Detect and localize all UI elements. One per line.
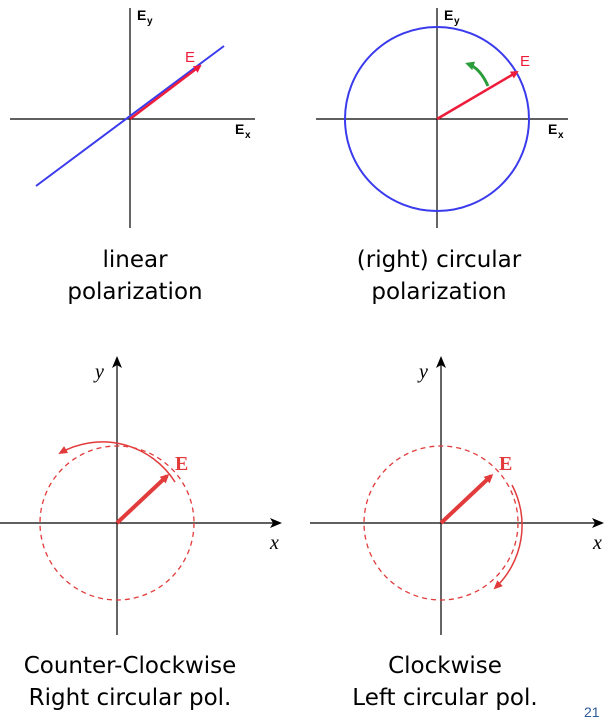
axis-x-label: x bbox=[592, 532, 602, 554]
field-vector bbox=[115, 473, 170, 525]
polarization-line bbox=[35, 45, 225, 187]
axis-x-label: E bbox=[548, 121, 557, 137]
axis-x-label: E bbox=[235, 121, 244, 137]
vector-label: E bbox=[185, 49, 195, 66]
slide-number: 21 bbox=[584, 704, 600, 720]
caption-line-2: Left circular pol. bbox=[352, 685, 538, 711]
axis-y-subscript: y bbox=[147, 16, 153, 27]
field-vector bbox=[439, 473, 494, 525]
caption-line-1: Clockwise bbox=[388, 653, 502, 679]
vector-label: E bbox=[175, 453, 188, 475]
polarization-circle bbox=[344, 26, 530, 212]
circular-polarization-diagram: E E y E x bbox=[316, 7, 568, 228]
axis-y-label: E bbox=[137, 7, 146, 23]
ccw-caption: Counter-Clockwise Right circular pol. bbox=[10, 650, 250, 714]
vector-label: E bbox=[520, 53, 530, 70]
cw-polarization-diagram: E y x bbox=[310, 356, 604, 635]
caption-line-1: linear bbox=[102, 247, 168, 273]
dashed-circle bbox=[39, 445, 195, 601]
caption-line-2: polarization bbox=[67, 279, 203, 305]
ccw-polarization-diagram: E y x bbox=[0, 356, 282, 635]
circular-caption: (right) circular polarization bbox=[334, 244, 544, 308]
axis-x-subscript: x bbox=[245, 130, 251, 141]
linear-caption: linear polarization bbox=[30, 244, 240, 308]
axis-x-label: x bbox=[269, 532, 279, 554]
field-vector bbox=[129, 64, 202, 120]
cw-caption: Clockwise Left circular pol. bbox=[330, 650, 560, 714]
rotation-arrow bbox=[493, 484, 523, 590]
axis-y-label: y bbox=[417, 361, 428, 383]
dashed-circle bbox=[363, 445, 519, 601]
axis-y-subscript: y bbox=[454, 16, 460, 27]
axis-y-label: y bbox=[93, 361, 104, 383]
field-vector bbox=[436, 70, 519, 121]
caption-line-2: polarization bbox=[371, 279, 507, 305]
rotation-arrow bbox=[58, 441, 176, 483]
caption-line-1: (right) circular bbox=[356, 247, 522, 273]
rotation-arrow bbox=[465, 61, 490, 87]
caption-line-2: Right circular pol. bbox=[28, 685, 232, 711]
axis-x-subscript: x bbox=[558, 130, 564, 141]
linear-polarization-diagram: E E y E x bbox=[10, 7, 255, 228]
axis-y-label: E bbox=[444, 7, 453, 23]
caption-line-1: Counter-Clockwise bbox=[23, 653, 237, 679]
vector-label: E bbox=[499, 453, 512, 475]
